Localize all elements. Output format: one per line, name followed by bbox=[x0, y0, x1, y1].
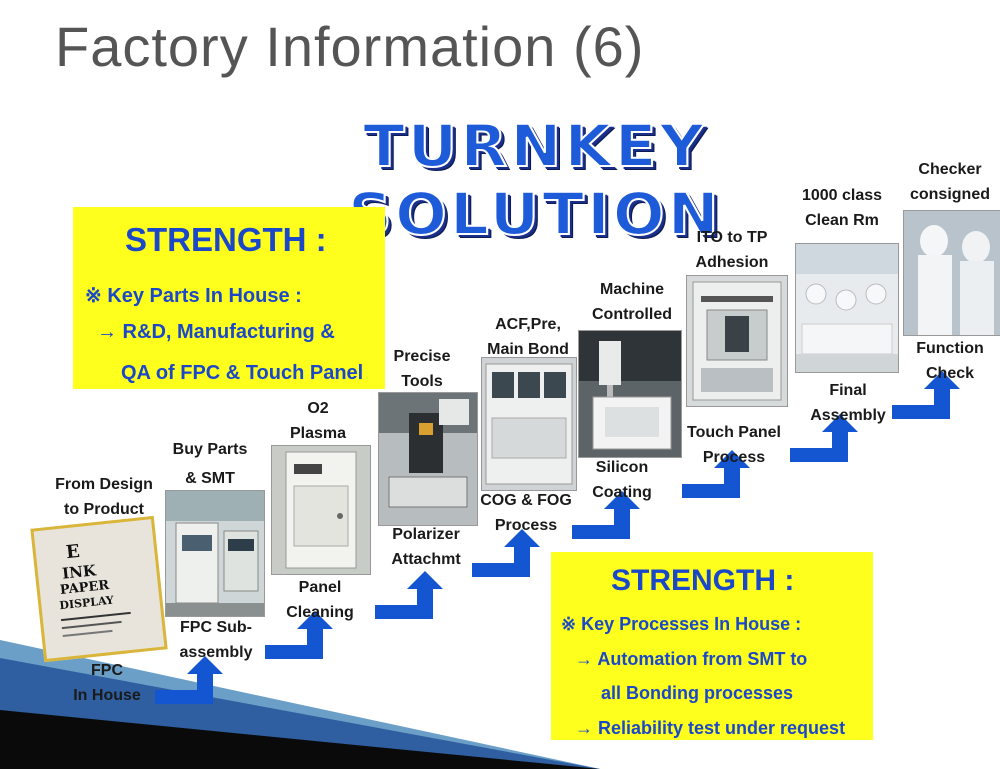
eink-display-photo: E INK PAPER DISPLAY bbox=[30, 516, 167, 662]
step-label-top: Buy Parts& SMT bbox=[160, 437, 260, 491]
ito-adhesion-machine-photo bbox=[686, 275, 788, 407]
smt-machine-photo bbox=[165, 490, 265, 617]
clean-room-photo bbox=[795, 243, 899, 373]
checker-photo bbox=[903, 210, 1000, 336]
precise-tools-photo bbox=[378, 392, 478, 526]
acf-bond-machine-photo bbox=[481, 357, 577, 491]
eink-text: E bbox=[65, 541, 81, 563]
step-arrow bbox=[375, 571, 443, 619]
dispensing-machine-photo bbox=[578, 330, 682, 458]
step-label-bottom: FPC Sub-assembly bbox=[166, 615, 266, 665]
step-label-top: ACF,Pre,Main Bond bbox=[476, 312, 580, 362]
plasma-machine-photo bbox=[271, 445, 371, 575]
